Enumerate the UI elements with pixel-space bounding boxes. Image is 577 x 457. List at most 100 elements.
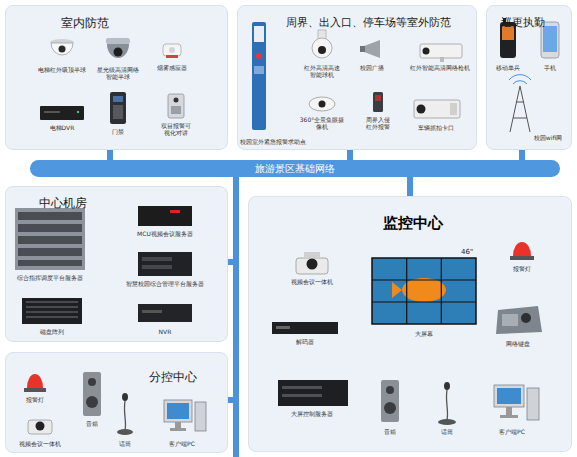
server-rack-icon [18, 248, 82, 256]
device-item: 电梯DVR [42, 124, 82, 131]
panel-title: 巡更执勤 [501, 17, 545, 30]
device-label: 音箱 [380, 428, 400, 435]
microphone-icon [446, 390, 447, 420]
network-label: 旅游景区基础网络 [255, 162, 335, 176]
pc-icon [527, 388, 539, 420]
speaker-icon [83, 372, 101, 416]
mcu-server-icon [170, 210, 180, 213]
fisheye-camera-icon [309, 97, 335, 111]
device-item: 音箱 [82, 420, 102, 427]
conference-camera-icon [36, 422, 45, 431]
microphone-icon [122, 393, 128, 401]
speaker-icon [381, 380, 399, 422]
device-label: 网络键盘 [503, 340, 533, 347]
speaker-icon [88, 378, 96, 386]
device-item: 音箱 [380, 428, 400, 435]
speaker-icon [384, 402, 396, 414]
device-item: 视频会议一体机 [15, 440, 65, 447]
mobile-phone-icon [541, 22, 559, 58]
video-wall-icon [372, 258, 476, 324]
zone-panel: 分控中心报警灯音箱话筒 视频会议一体机 客户端PC [5, 352, 228, 453]
zone-panel: 周界、出入口、停车场等室外防范校园室外紧急报警求助点 红外高清高速智能球机 校园广播… [237, 5, 477, 150]
pc-icon [506, 407, 512, 415]
device-label: 音箱 [82, 420, 102, 427]
dome-camera-icon [114, 48, 123, 57]
mcu-server-icon [138, 206, 192, 226]
device-label: 大屏控制服务器 [287, 410, 337, 417]
dvr-icon [40, 106, 84, 120]
panel-title: 周界、出入口、停车场等室外防范 [286, 17, 451, 30]
server-icon [282, 386, 322, 389]
device-item: 客户端PC [494, 428, 530, 435]
platform-server-icon [142, 265, 172, 269]
fisheye-camera-icon [319, 101, 326, 108]
bullet-camera-icon [414, 100, 460, 118]
microphone-icon [444, 382, 450, 390]
device-label: 周界入侵红外报警 [364, 116, 392, 130]
device-item: 解码器 [290, 338, 320, 345]
loudspeaker-icon [360, 40, 380, 58]
wifi-tower-icon [509, 75, 531, 80]
server-rack-icon [18, 260, 82, 266]
device-item: 手机 [540, 64, 560, 71]
device-item: 校园广播 [357, 64, 387, 71]
dome-camera-icon [59, 46, 66, 53]
device-label: 移动单兵 [494, 64, 522, 71]
disk-array-icon [22, 298, 82, 324]
microphone-icon [438, 419, 456, 425]
network-trunk [233, 398, 239, 457]
device-label: 星光级高清网络智能半球 [95, 66, 141, 80]
conference-camera-icon [28, 420, 52, 434]
device-label: 视频会议一体机 [15, 440, 65, 447]
pc-icon [500, 415, 518, 418]
device-item: 双目报警可视化对讲 [159, 122, 193, 136]
loudspeaker-icon [360, 46, 365, 52]
network-keyboard-icon [496, 306, 542, 334]
ir-detector-icon [373, 92, 383, 112]
device-item: 话筒 [115, 440, 135, 447]
pc-icon [164, 400, 192, 422]
dome-camera-icon [106, 38, 130, 44]
server-rack-icon [15, 208, 85, 270]
device-item: 烟雾感应器 [152, 64, 192, 71]
pc-icon [494, 385, 539, 420]
device-item: 综合指挥调度平台服务器 [14, 274, 86, 281]
pc-icon [497, 388, 521, 404]
bullet-camera-icon [440, 57, 444, 62]
mcu-server-icon [138, 206, 192, 226]
decoder-icon [276, 326, 290, 329]
alarm-lamp-icon [513, 242, 531, 256]
device-label: 报警灯 [23, 396, 47, 403]
pc-icon [494, 385, 524, 407]
device-item: 视频会议一体机 [287, 278, 337, 285]
nvr-icon [138, 304, 192, 322]
radio-terminal-icon [500, 22, 516, 58]
alarm-lamp-icon [24, 388, 46, 392]
bullet-camera-icon [420, 44, 462, 58]
device-item: 校园wifi网 [530, 134, 566, 141]
device-item: MCU视频会议服务器 [130, 230, 200, 237]
device-label: 校园广播 [357, 64, 387, 71]
network-link [228, 177, 236, 400]
bullet-camera-icon [420, 44, 462, 62]
disk-array-icon [26, 302, 78, 317]
fisheye-camera-icon [309, 97, 335, 111]
speed-dome-icon [312, 30, 332, 58]
alarm-lamp-icon [510, 256, 534, 260]
video-wall-icon [372, 258, 476, 324]
pc-icon [195, 402, 206, 431]
network-trunk [236, 398, 237, 457]
device-item: 话筒 [437, 428, 457, 435]
device-item: 客户端PC [164, 440, 200, 447]
access-keypad-icon [110, 92, 126, 124]
device-label: 电梯红外吸顶半球 [32, 66, 92, 73]
device-item: 校园室外紧急报警求助点 [238, 138, 308, 145]
panel-title: 分控中心 [149, 371, 197, 385]
microphone-icon [124, 401, 125, 430]
smoke-detector-icon [169, 47, 175, 53]
device-item: 红外高清高速智能球机 [302, 64, 342, 78]
pc-icon [170, 428, 186, 431]
access-keypad-icon [110, 92, 126, 124]
device-label: 解码器 [290, 338, 320, 345]
speed-dome-icon [318, 46, 326, 54]
